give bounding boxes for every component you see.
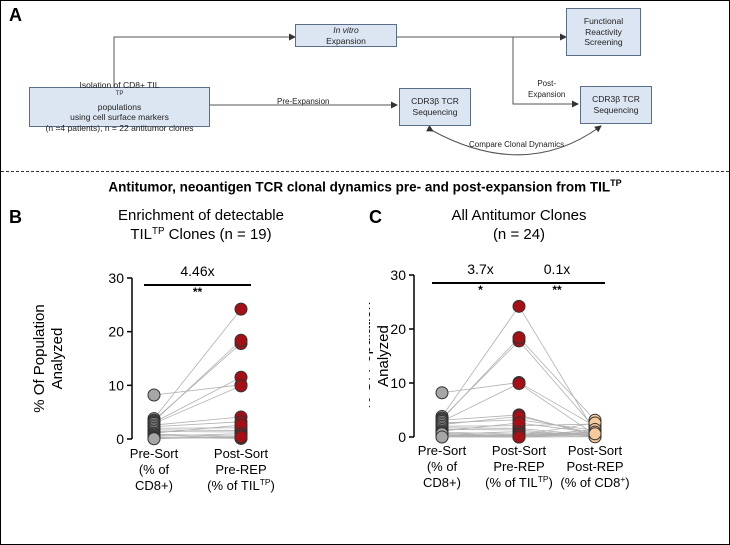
- chart-b-pair-line: [153, 376, 242, 423]
- chart-c-pair-line: [441, 382, 520, 394]
- chart-b-pair-line: [153, 427, 242, 429]
- arrow-to-in-vitro: [113, 33, 296, 87]
- chart-c-fold-label: 3.7x: [467, 261, 493, 277]
- chart-c-point-1: [512, 299, 526, 313]
- chart-c-pair-line: [441, 306, 520, 417]
- arrow-to-cdr3-post: [512, 37, 579, 108]
- chart-c-title: All Antitumor Clones(n = 24): [451, 207, 586, 243]
- chart-b-fold-label: 4.46x: [180, 263, 214, 279]
- chart-c-pair-line: [441, 425, 520, 427]
- chart-b-pair-line: [153, 424, 242, 434]
- panel-label-b: B: [9, 207, 22, 227]
- cdr3-post-sequencing-box: CDR3β TCR Sequencing: [580, 86, 652, 124]
- chart-b-sig-stars: **: [193, 285, 203, 299]
- chart-b-pair-line: [153, 384, 242, 396]
- chart-c-pair-line: [518, 383, 596, 436]
- chart-c-pair-line: [518, 306, 596, 433]
- chart-c-pair-line: [518, 423, 596, 427]
- chart-c-pair-line: [441, 422, 520, 432]
- chart-b-y-tick-label: 30: [108, 270, 124, 286]
- chart-c-pair-line: [441, 416, 520, 425]
- in-vitro-expansion-box: In vitro Expansion: [295, 24, 397, 47]
- chart-c-pair-line: [441, 337, 520, 420]
- section-divider: [1, 171, 729, 172]
- chart-b-y-tick-label: 20: [108, 324, 124, 340]
- chart-b-pair-line: [153, 308, 242, 419]
- chart-c-point-1: [512, 430, 526, 444]
- compare-arc: [426, 125, 602, 156]
- chart-c: All Antitumor Clones(n = 24) 0 10 20 30 % Of …: [369, 207, 630, 490]
- section-title: Antitumor, neoantigen TCR clonal dynamic…: [108, 178, 622, 195]
- chart-c-pair-line: [441, 433, 520, 438]
- chart-b-pair-line: [153, 433, 242, 437]
- chart-c-y-tick-label: 0: [398, 429, 406, 445]
- chart-b-pair-line: [153, 416, 242, 426]
- chart-b-y-tick-label: 10: [108, 377, 124, 393]
- chart-c-fold-label: 0.1x: [544, 261, 570, 277]
- cdr3-pre-sequencing-box: CDR3β TCR Sequencing: [399, 88, 471, 126]
- chart-b-pair-line: [153, 421, 242, 428]
- chart-c-pair-line: [441, 383, 520, 422]
- chart-b-pair-line: [153, 429, 242, 431]
- panel-label-a: A: [9, 5, 22, 25]
- post-expansion-label: Post- Expansion: [528, 79, 566, 100]
- chart-b-y-label: % Of PopulationAnalyzed: [31, 304, 66, 412]
- chart-c-pair-line: [518, 340, 596, 429]
- chart-c-point-1: [512, 331, 526, 345]
- chart-b-pair-line: [153, 435, 242, 439]
- chart-c-pair-line: [441, 427, 520, 429]
- chart-b-point-0: [147, 432, 161, 446]
- flow-connectors: [113, 33, 602, 156]
- chart-c-y-tick-label: 30: [390, 267, 406, 283]
- chart-c-pair-line: [441, 414, 520, 421]
- chart-c-point-0: [435, 386, 449, 400]
- chart-b-point-1: [234, 379, 248, 393]
- chart-b-point-0: [147, 388, 161, 402]
- chart-c-pair-line: [518, 429, 596, 438]
- chart-b-point-1: [234, 333, 248, 347]
- chart-c-pair-line: [518, 337, 596, 421]
- chart-c-pair-line: [441, 431, 520, 435]
- chart-c-pair-line: [518, 433, 596, 438]
- chart-c-y-label: % Of PopulationAnalyzed: [369, 302, 392, 410]
- chart-b-pair-line: [153, 339, 242, 422]
- chart-b-pair-line: [153, 436, 242, 440]
- chart-c-point-2: [588, 427, 602, 441]
- pre-expansion-label: Pre-Expansion: [277, 97, 330, 106]
- chart-c-pair-line: [441, 419, 520, 424]
- chart-b-point-1: [234, 302, 248, 316]
- chart-b-pair-line: [153, 385, 242, 424]
- chart-c-sig-stars: **: [552, 283, 562, 297]
- chart-c-pair-line: [518, 382, 596, 427]
- chart-c-sig-stars: *: [478, 283, 483, 297]
- chart-b-point-1: [234, 430, 248, 444]
- panel-label-c: C: [369, 207, 382, 227]
- chart-c-point-1: [512, 377, 526, 391]
- functional-reactivity-box: Functional Reactivity Screening: [566, 8, 641, 56]
- chart-c-point-0: [435, 430, 449, 444]
- chart-c-y-tick-label: 10: [390, 375, 406, 391]
- compare-clonal-dynamics-label: Compare Clonal Dynamics: [469, 140, 565, 149]
- chart-c-y-tick-label: 20: [390, 321, 406, 337]
- chart-b-y-tick-label: 0: [116, 431, 124, 447]
